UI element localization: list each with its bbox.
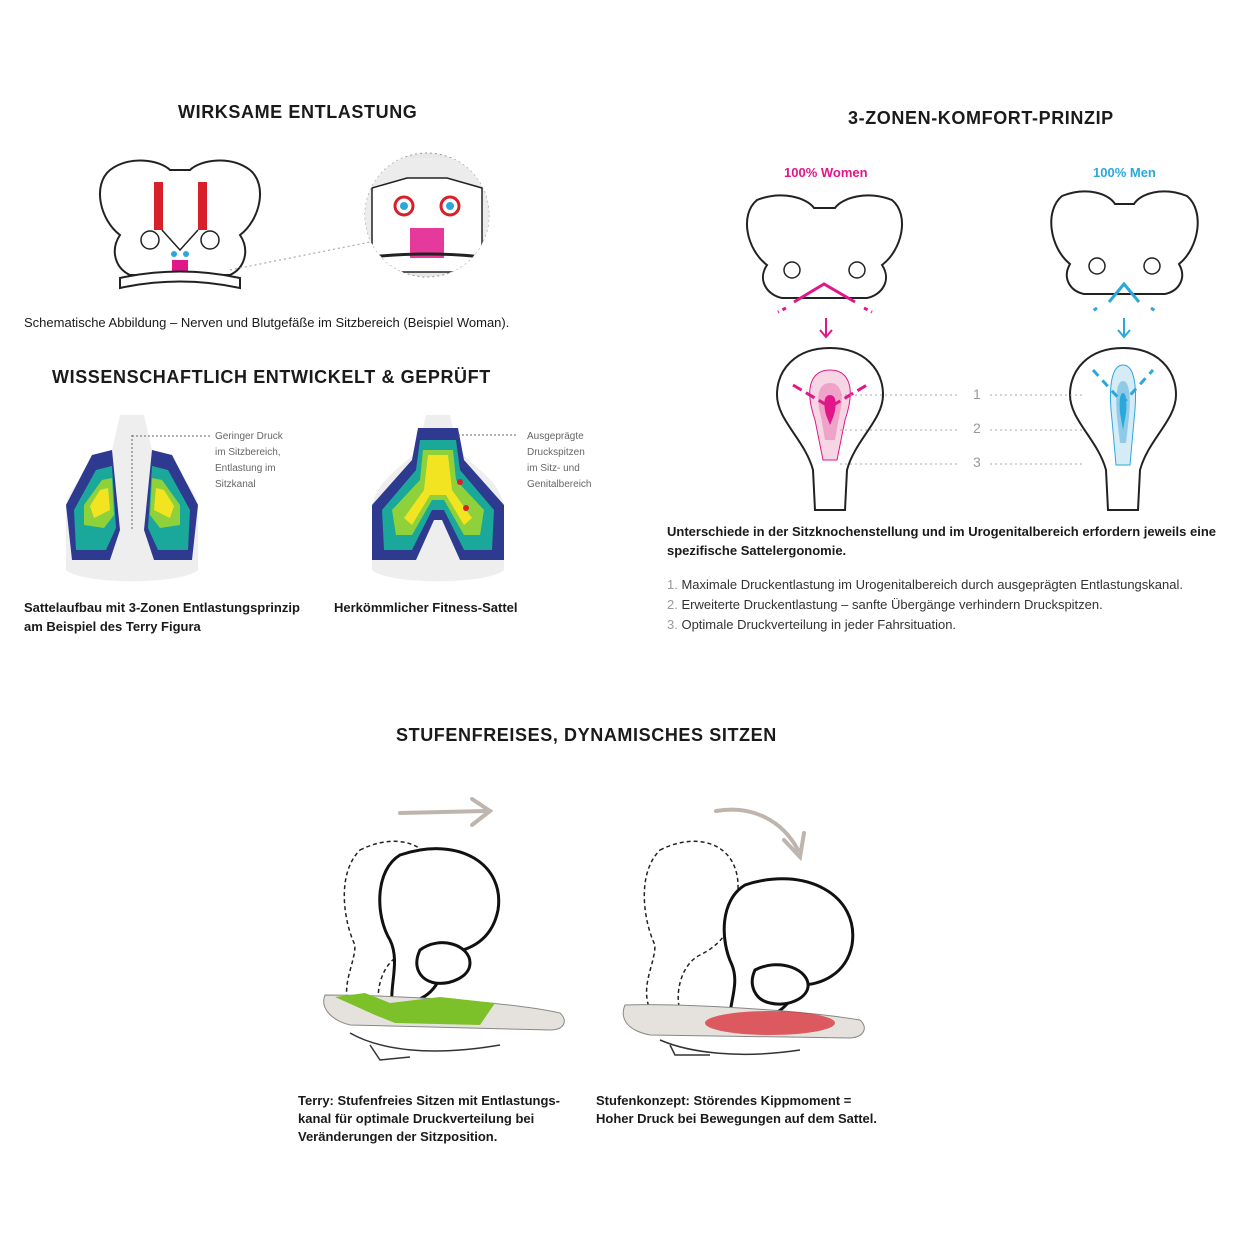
zones-description: Unterschiede in der Sitzknochenstellung … bbox=[667, 524, 1217, 558]
list-item: 1. Maximale Druckentlastung im Urogenita… bbox=[667, 577, 1183, 592]
note-pressure-peaks: Ausgeprägte Druckspitzen im Sitz- und Ge… bbox=[527, 431, 592, 490]
caption-terry-saddle: Sattelaufbau mit 3-Zonen Entlastungsprin… bbox=[24, 600, 300, 634]
title-science: WISSENSCHAFTLICH ENTWICKELT & GEPRÜFT bbox=[52, 367, 491, 387]
magnifier-detail bbox=[364, 152, 490, 278]
zone-number-1: 1 bbox=[973, 386, 981, 402]
note-low-pressure: Geringer Druck im Sitzbereich, Entlastun… bbox=[215, 431, 283, 490]
pelvis-nerves-illustration bbox=[98, 159, 262, 290]
caption-fitness-saddle: Herkömmlicher Fitness-Sattel bbox=[334, 600, 518, 615]
title-relief: WIRKSAME ENTLASTUNG bbox=[178, 102, 418, 122]
zones-list: 1. Maximale Druckentlastung im Urogenita… bbox=[667, 575, 1227, 635]
heatmap-fitness bbox=[372, 415, 518, 582]
label-men: 100% Men bbox=[1093, 165, 1156, 180]
caption-terry-dynamic: Terry: Stufenfreies Sitzen mit Entlastun… bbox=[298, 1093, 560, 1144]
zone-number-3: 3 bbox=[973, 454, 981, 470]
heatmap-terry bbox=[66, 415, 198, 582]
terry-saddle-illustration bbox=[323, 840, 565, 1061]
title-dynamic: STUFENFREISES, DYNAMISCHES SITZEN bbox=[396, 725, 777, 745]
list-item: 2. Erweiterte Druckentlastung – sanfte Ü… bbox=[667, 597, 1103, 612]
leader-line-left bbox=[132, 435, 212, 437]
saddle-women-icon bbox=[775, 346, 885, 511]
step-saddle-illustration bbox=[622, 840, 865, 1056]
label-women: 100% Women bbox=[784, 165, 868, 180]
arrow-down-men-icon bbox=[1117, 318, 1131, 339]
zone-guides bbox=[840, 394, 1085, 465]
arrow-right-icon bbox=[398, 797, 494, 827]
zone-number-2: 2 bbox=[973, 420, 981, 436]
arrow-down-women-icon bbox=[819, 318, 833, 339]
saddle-men-icon bbox=[1068, 346, 1178, 511]
pelvis-men-icon bbox=[1050, 190, 1199, 314]
title-zones: 3-ZONEN-KOMFORT-PRINZIP bbox=[848, 108, 1114, 128]
caption-step-concept: Stufenkonzept: Störendes Kippmoment = Ho… bbox=[596, 1093, 877, 1126]
arrow-curved-down-icon bbox=[714, 807, 806, 862]
relief-caption: Schematische Abbildung – Nerven und Blut… bbox=[24, 315, 510, 330]
connector-dotted bbox=[229, 241, 371, 271]
list-item: 3. Optimale Druckverteilung in jeder Fah… bbox=[667, 617, 957, 632]
pelvis-women-icon bbox=[745, 194, 904, 314]
